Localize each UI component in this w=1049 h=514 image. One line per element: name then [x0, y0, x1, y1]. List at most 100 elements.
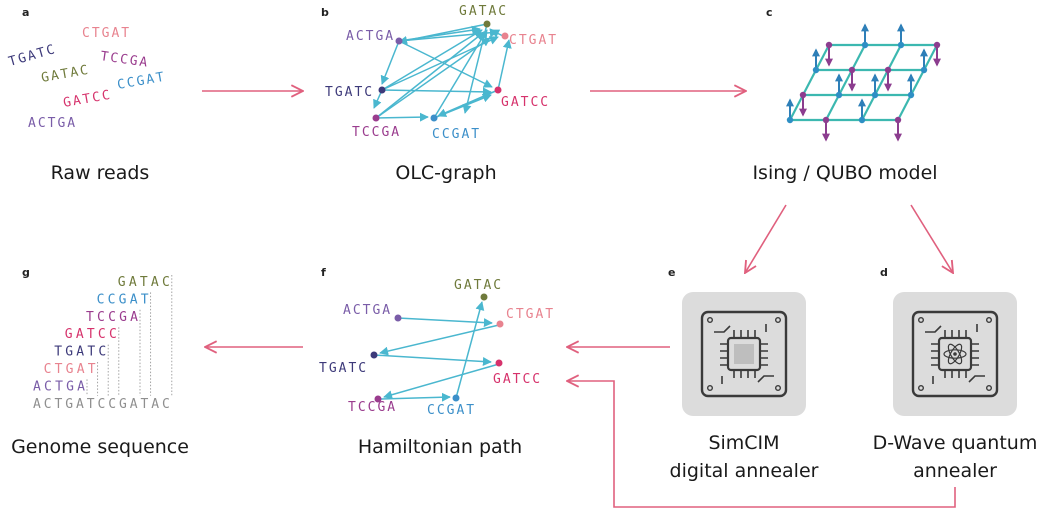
path-label-tccga: TCCGA: [348, 400, 397, 415]
read-alignment: GATAC CCGAT TCCGA GATCC TGATC CTGAT ACTGA ACTGA…: [33, 275, 173, 412]
lattice-node: [871, 91, 879, 99]
lattice-node: [799, 91, 807, 99]
path-node-tgatc: [370, 351, 378, 359]
panel-g-letter: g: [22, 266, 30, 279]
olc-label-gatcc: GATCC: [501, 95, 550, 110]
aligned-read: TCCGA: [86, 310, 138, 325]
read-tccga: TCCGA: [99, 49, 150, 71]
read-tgatc: TGATC: [7, 42, 58, 70]
aligned-read: TGATC: [54, 345, 106, 360]
read-ctgat: CTGAT: [82, 26, 131, 41]
lattice-node: [812, 66, 820, 74]
flow-arrow-c-to-e: [745, 204, 787, 273]
panel-f: f GATAC CTGAT ACTGA TGATC GATCC TCCGA CC…: [319, 266, 555, 458]
path-label-actga: ACTGA: [343, 303, 392, 318]
path-node-gatac: [480, 293, 488, 301]
olc-label-ctgat: CTGAT: [509, 33, 558, 48]
olc-node-tccga: [372, 114, 380, 122]
flow-arrow-c-to-d: [910, 204, 953, 273]
path-node-gatcc: [495, 359, 503, 367]
assembled-sequence: ACTGATCCGATAC: [33, 397, 170, 412]
lattice-node: [861, 41, 869, 49]
panel-b: b: [321, 4, 558, 184]
read-gatac: GATAC: [40, 63, 91, 86]
olc-node-ccgat: [430, 114, 438, 122]
olc-graph-edges: [373, 23, 512, 122]
panel-f-caption: Hamiltonian path: [358, 436, 522, 458]
lattice-node: [907, 91, 915, 99]
simcim-chip-tile: [682, 292, 806, 416]
olc-node-ctgat: [501, 32, 509, 40]
panel-f-letter: f: [321, 266, 326, 279]
read-ccgat: CCGAT: [116, 70, 167, 93]
panel-d-caption-line2: annealer: [913, 460, 997, 482]
cpu-chip-icon: [700, 310, 788, 398]
olc-graph-nodes: [372, 20, 509, 122]
aligned-read: ACTGA: [33, 379, 85, 394]
path-node-ctgat: [496, 320, 504, 328]
lattice-node: [835, 91, 843, 99]
lattice-col-line: [789, 44, 830, 121]
lattice-node: [786, 116, 794, 124]
panel-a-caption: Raw reads: [51, 162, 150, 184]
olc-node-gatac: [483, 20, 491, 28]
path-node-actga: [394, 314, 402, 322]
hamiltonian-path-nodes: [370, 293, 504, 403]
panel-g-caption: Genome sequence: [11, 436, 189, 458]
lattice-node: [848, 66, 856, 74]
aligned-read: CCGAT: [97, 292, 149, 307]
panel-c-letter: c: [766, 6, 773, 19]
lattice-node: [822, 116, 830, 124]
lattice-node: [933, 41, 941, 49]
panel-c: c Ising / QUBO model: [752, 6, 941, 184]
path-node-ccgat: [452, 394, 460, 402]
panel-b-caption: OLC-graph: [395, 162, 496, 184]
lattice-node: [897, 41, 905, 49]
path-node-tccga: [374, 395, 382, 403]
panel-e: e SimCIM digital annealer: [668, 266, 819, 482]
panel-e-letter: e: [668, 266, 675, 279]
lattice-node: [884, 66, 892, 74]
ising-lattice: [786, 23, 941, 142]
panel-d: d D-Wave quantum annealer: [873, 266, 1038, 482]
lattice-node: [894, 116, 902, 124]
lattice-node: [825, 41, 833, 49]
panel-e-caption-line1: SimCIM: [708, 432, 779, 454]
lattice-col-line: [825, 44, 866, 121]
aligned-read: GATCC: [65, 327, 117, 342]
hamiltonian-path-edges: [373, 301, 500, 402]
path-label-ccgat: CCGAT: [427, 403, 476, 418]
aligned-read: GATAC: [118, 275, 170, 290]
panel-a-letter: a: [22, 6, 29, 19]
panel-d-caption-line1: D-Wave quantum: [873, 432, 1038, 454]
read-gatcc: GATCC: [62, 88, 113, 111]
olc-label-tgatc: TGATC: [325, 85, 374, 100]
quantum-chip-icon: [911, 310, 999, 398]
olc-node-gatcc: [494, 86, 502, 94]
olc-node-actga: [395, 37, 403, 45]
olc-label-gatac: GATAC: [459, 4, 508, 19]
path-label-ctgat: CTGAT: [506, 307, 555, 322]
lattice-node: [920, 66, 928, 74]
olc-label-tccga: TCCGA: [352, 125, 401, 140]
flow-arrow-d-to-f: [567, 381, 956, 508]
atom-icon: [943, 343, 967, 365]
olc-node-tgatc: [378, 86, 386, 94]
panel-e-caption-line2: digital annealer: [670, 460, 819, 482]
olc-label-ccgat: CCGAT: [432, 127, 481, 142]
panel-a: a TGATC CTGAT TCCGA GATAC CCGAT GATCC AC…: [7, 6, 167, 184]
path-label-tgatc: TGATC: [319, 361, 368, 376]
lattice-col-line: [861, 44, 902, 121]
panel-b-letter: b: [321, 6, 329, 19]
aligned-read: CTGAT: [44, 362, 96, 377]
read-actga: ACTGA: [28, 116, 77, 131]
olc-label-actga: ACTGA: [346, 29, 395, 44]
panel-g: g GATAC CCGAT TCCGA GATCC TGATC CTGAT ACTGA ACT…: [11, 266, 189, 458]
panel-d-letter: d: [880, 266, 888, 279]
path-label-gatac: GATAC: [454, 278, 503, 293]
lattice-node: [858, 116, 866, 124]
panel-c-caption: Ising / QUBO model: [752, 162, 937, 184]
lattice-col-line: [897, 44, 938, 121]
path-label-gatcc: GATCC: [493, 372, 542, 387]
